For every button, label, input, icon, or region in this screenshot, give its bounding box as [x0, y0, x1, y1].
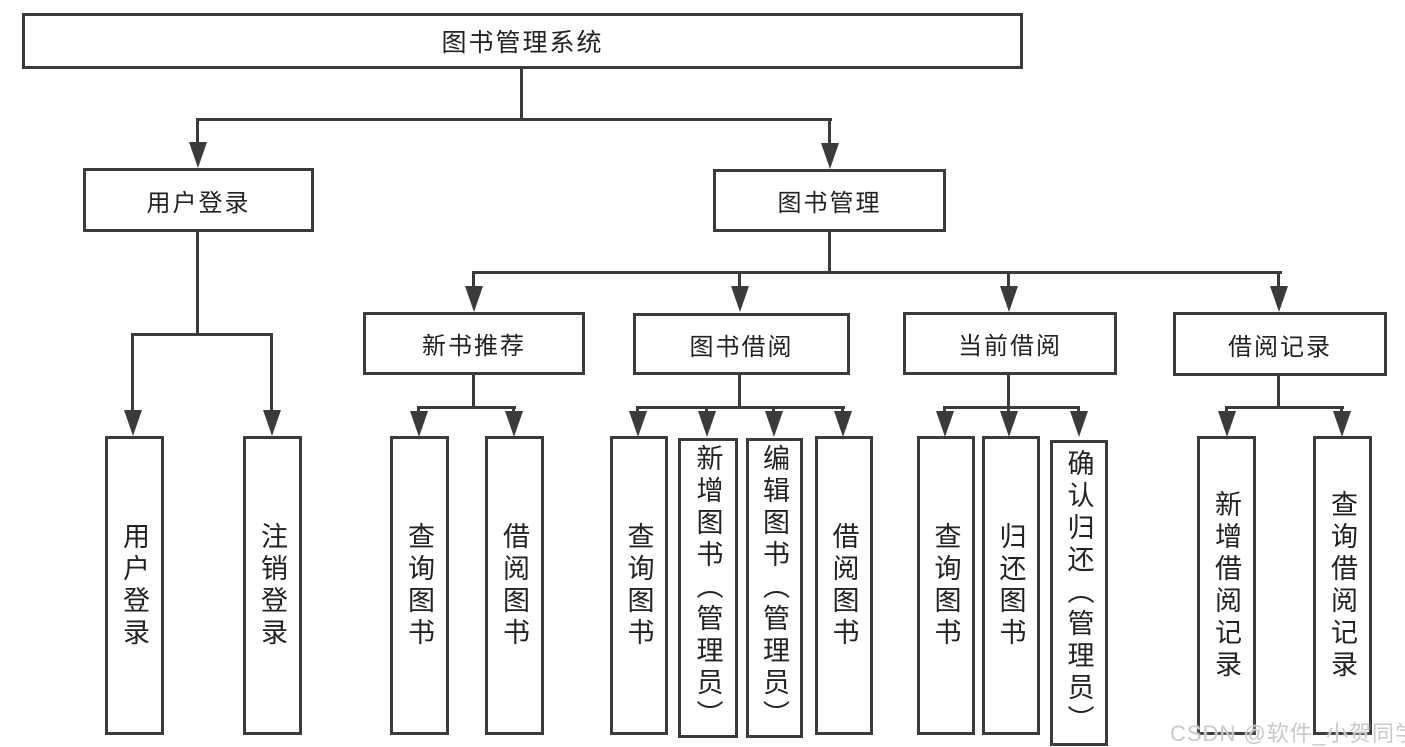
root-drop-left: [196, 118, 199, 144]
node-root: 图书管理系统: [22, 13, 1023, 69]
leaf-borrowing-borrow: 借阅图书: [815, 436, 873, 735]
arrow-to-current-borrow: [1000, 286, 1018, 312]
new-books-drop-1: [417, 406, 420, 414]
leaf-current-return: 归还图书: [982, 436, 1040, 735]
borrowing-drop-2: [705, 406, 708, 414]
records-branch: [1225, 406, 1344, 409]
arrow-to-cb-confirm: [1070, 411, 1088, 437]
arrow-to-borrow-records: [1270, 286, 1288, 312]
node-current-borrow: 当前借阅: [903, 312, 1117, 375]
arrow-to-user-login: [189, 142, 207, 168]
arrow-to-bb-borrow: [834, 411, 852, 437]
root-stem-line: [520, 68, 523, 120]
arrow-to-rec-query: [1333, 411, 1351, 437]
arrow-to-borrowing: [731, 286, 749, 312]
user-login-branch: [131, 333, 273, 336]
records-stem: [1277, 376, 1280, 408]
new-books-branch: [417, 406, 516, 409]
leaf-borrowing-add: 新增图书（管理员）: [678, 438, 738, 738]
book-mgmt-drop-1: [472, 271, 475, 287]
leaf-borrowing-query: 查询图书: [610, 436, 668, 735]
new-books-stem: [472, 375, 475, 408]
node-book-mgmt: 图书管理: [713, 169, 946, 232]
borrowing-branch: [636, 406, 845, 409]
node-new-books: 新书推荐: [363, 312, 585, 375]
records-drop-2: [1340, 406, 1343, 414]
book-mgmt-drop-3: [1007, 271, 1010, 287]
arrow-to-bb-edit: [765, 411, 783, 437]
arrow-to-cb-query: [936, 411, 954, 437]
borrowing-drop-3: [772, 406, 775, 414]
user-login-drop-2: [270, 333, 273, 411]
user-login-stem: [196, 232, 199, 336]
arrow-to-leaf-logout: [263, 410, 281, 436]
arrow-to-book-mgmt: [821, 143, 839, 169]
arrow-to-cb-return: [1000, 411, 1018, 437]
book-mgmt-stem: [828, 232, 831, 273]
user-login-drop-1: [131, 333, 134, 411]
new-books-drop-2: [512, 406, 515, 414]
node-user-login: 用户登录: [83, 168, 314, 232]
current-drop-3: [1077, 406, 1080, 414]
borrowing-stem: [738, 375, 741, 408]
node-borrowing: 图书借阅: [633, 313, 850, 375]
leaf-newbook-borrow: 借阅图书: [485, 436, 544, 735]
book-mgmt-drop-2: [738, 271, 741, 287]
arrow-to-bb-add: [698, 411, 716, 437]
leaf-borrowing-edit: 编辑图书（管理员）: [746, 438, 803, 738]
arrow-to-nb-borrow: [505, 411, 523, 437]
leaf-current-confirm-return: 确认归还（管理员）: [1050, 440, 1108, 746]
borrowing-drop-1: [636, 406, 639, 414]
records-drop-1: [1225, 406, 1228, 414]
csdn-watermark: CSDN @软件_小贺同学: [1170, 721, 1405, 746]
leaf-current-query: 查询图书: [917, 436, 975, 735]
arrow-to-rec-add: [1218, 411, 1236, 437]
root-branch-line: [196, 118, 832, 121]
book-mgmt-drop-4: [1277, 271, 1280, 287]
current-drop-1: [943, 406, 946, 414]
book-mgmt-branch: [472, 271, 1282, 274]
node-borrow-records: 借阅记录: [1173, 312, 1387, 376]
root-drop-right: [828, 118, 831, 144]
leaf-record-add: 新增借阅记录: [1197, 436, 1256, 735]
arrow-to-nb-query: [410, 411, 428, 437]
current-drop-2: [1007, 406, 1010, 414]
current-branch: [943, 406, 1080, 409]
leaf-record-query: 查询借阅记录: [1313, 436, 1372, 735]
arrow-to-bb-query: [629, 411, 647, 437]
leaf-logout: 注销登录: [243, 436, 302, 735]
leaf-newbook-query: 查询图书: [390, 436, 449, 735]
borrowing-drop-4: [841, 406, 844, 414]
current-stem: [1007, 375, 1010, 408]
arrow-to-new-books: [465, 286, 483, 312]
arrow-to-leaf-user-login: [124, 410, 142, 436]
leaf-user-login: 用户登录: [105, 436, 164, 735]
